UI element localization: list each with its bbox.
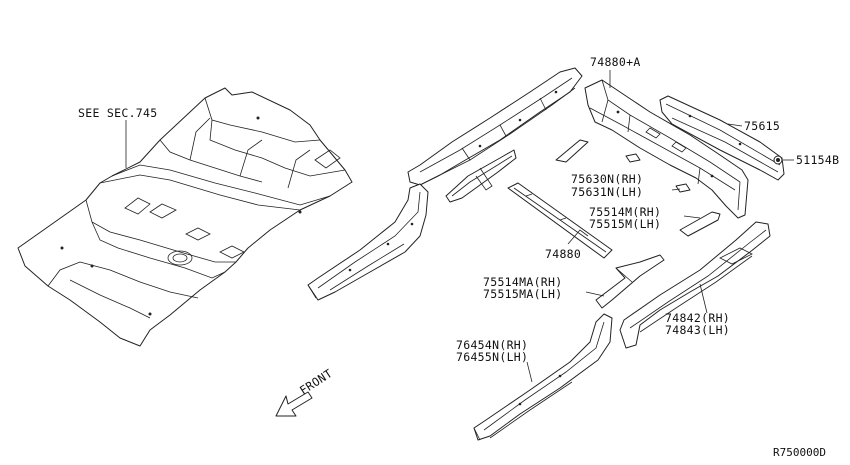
label-75631n: 75631N(LH) [571, 185, 643, 199]
label-front: FRONT [297, 366, 335, 397]
label-74880: 74880 [545, 247, 581, 261]
front-arrow-icon [275, 391, 313, 417]
label-75514ma: 75514MA(RH) [483, 275, 562, 289]
label-74880a: 74880+A [590, 55, 641, 69]
label-74842: 74842(RH) [665, 311, 730, 325]
bolt-icon [773, 155, 794, 165]
part-75514ma-bracket [585, 254, 665, 309]
label-75515ma: 75515MA(LH) [483, 287, 562, 301]
part-74842-side-member [619, 221, 771, 349]
part-74880a-assembly [584, 70, 749, 219]
label-ref-code: R750000D [773, 446, 826, 459]
label-75615: 75615 [744, 119, 780, 133]
floor-panel [17, 87, 353, 347]
label-75630n: 75630N(RH) [571, 172, 643, 186]
label-51154b: 51154B [796, 153, 839, 167]
part-75630n-bracket [555, 139, 691, 193]
label-76454n: 76454N(RH) [456, 338, 528, 352]
label-76455n: 76455N(LH) [456, 350, 528, 364]
label-75514m: 75514M(RH) [589, 205, 661, 219]
label-74843: 74843(LH) [665, 323, 730, 337]
part-75514m-bracket [679, 211, 721, 237]
part-76454n-rail [473, 313, 613, 441]
label-see-sec: SEE SEC.745 [78, 106, 157, 120]
side-rail-upper [407, 67, 583, 186]
part-75615-rail [659, 95, 785, 181]
side-rail-inner [307, 183, 429, 301]
part-74880-panel [507, 182, 613, 259]
label-75515m: 75515M(LH) [589, 217, 661, 231]
crossmember-bracket [445, 149, 517, 203]
